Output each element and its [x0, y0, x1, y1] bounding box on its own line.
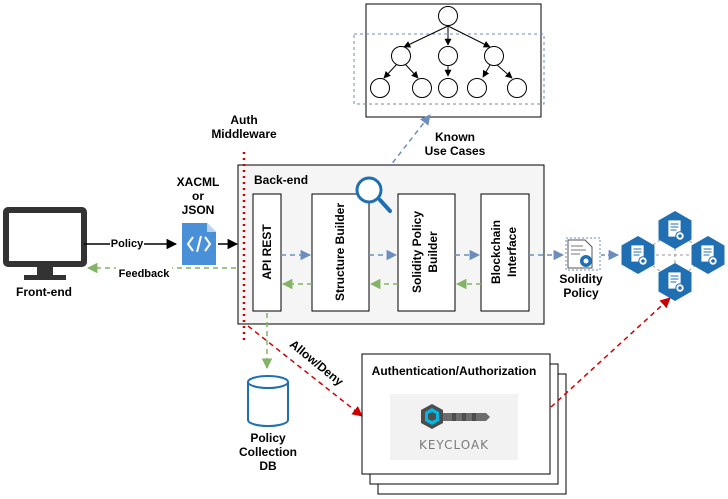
xacml-json-label: JSON: [182, 203, 215, 217]
policy-collection-db-label: Collection: [239, 445, 297, 459]
front-end-label: Front-end: [16, 285, 72, 299]
contract-document-icon: [567, 239, 593, 269]
authentication-authorization-title: Authentication/Authorization: [372, 364, 537, 378]
structure-builder-box: [311, 193, 370, 312]
tree-node: [438, 78, 458, 98]
tree-node: [391, 46, 411, 66]
blockchain-node-icon: [691, 235, 725, 275]
solidity-policy-label: Policy: [563, 286, 599, 300]
tree-node: [484, 46, 504, 66]
solidity-policy-label: Solidity: [559, 272, 603, 286]
tree-node: [438, 6, 458, 26]
tree-node: [467, 78, 487, 98]
solidity-policy-builder-box: [397, 193, 456, 312]
tree-node: [370, 78, 390, 98]
keycloak-logo-panel: [390, 394, 518, 460]
code-file-icon: [182, 223, 216, 265]
api-rest-label: API REST: [260, 224, 274, 280]
structure-builder-label: Structure Builder: [333, 203, 347, 301]
blockchain-interface-box: [480, 193, 530, 312]
xacml-json-label: XACML: [177, 175, 220, 189]
policy-collection-db-label: Policy: [250, 431, 286, 445]
search-icon: [355, 176, 392, 213]
backend-title: Back-end: [254, 173, 308, 187]
blockchain-interface-label: Interface: [505, 227, 519, 277]
tree-dashed-frame: [353, 33, 545, 105]
feedback-label: Feedback: [119, 268, 171, 280]
solidity-policy-builder-label: Builder: [426, 231, 440, 273]
policy-label: Policy: [111, 238, 144, 250]
known-use-cases-label: Known: [435, 130, 475, 144]
blockchain-node-icon: [658, 262, 692, 302]
database-icon: [247, 375, 289, 427]
monitor-icon: [3, 207, 87, 280]
blockchain-network: [621, 210, 725, 302]
blockchain-node-icon: [658, 210, 692, 250]
keycloak-logo-icon: [421, 404, 490, 429]
auth-middleware-label: Auth: [230, 113, 257, 127]
api-rest-box: [252, 193, 282, 312]
solidity-policy-builder-label: Solidity Policy: [410, 211, 424, 293]
blockchain-node-icon: [621, 235, 655, 275]
allow-deny-label: Allow/Deny: [287, 337, 346, 389]
search-to-tree-arrow: [375, 114, 431, 185]
known-use-cases-label: Use Cases: [425, 144, 486, 158]
auth-to-blockchain-arrow: [550, 297, 671, 408]
xacml-json-label: or: [192, 189, 204, 203]
tree-node: [507, 78, 527, 98]
tree-node: [438, 46, 458, 66]
known-use-cases-tree: [353, 3, 545, 118]
contract-dashed-frame: [565, 237, 601, 271]
keycloak-wordmark: KEYCLOAK: [419, 438, 489, 452]
policy-collection-db-label: DB: [259, 459, 277, 473]
allow-deny-arrow: [247, 325, 363, 417]
blockchain-interface-label: Blockchain: [489, 220, 503, 284]
tree-node: [412, 78, 432, 98]
auth-middleware-label: Middleware: [211, 127, 277, 141]
